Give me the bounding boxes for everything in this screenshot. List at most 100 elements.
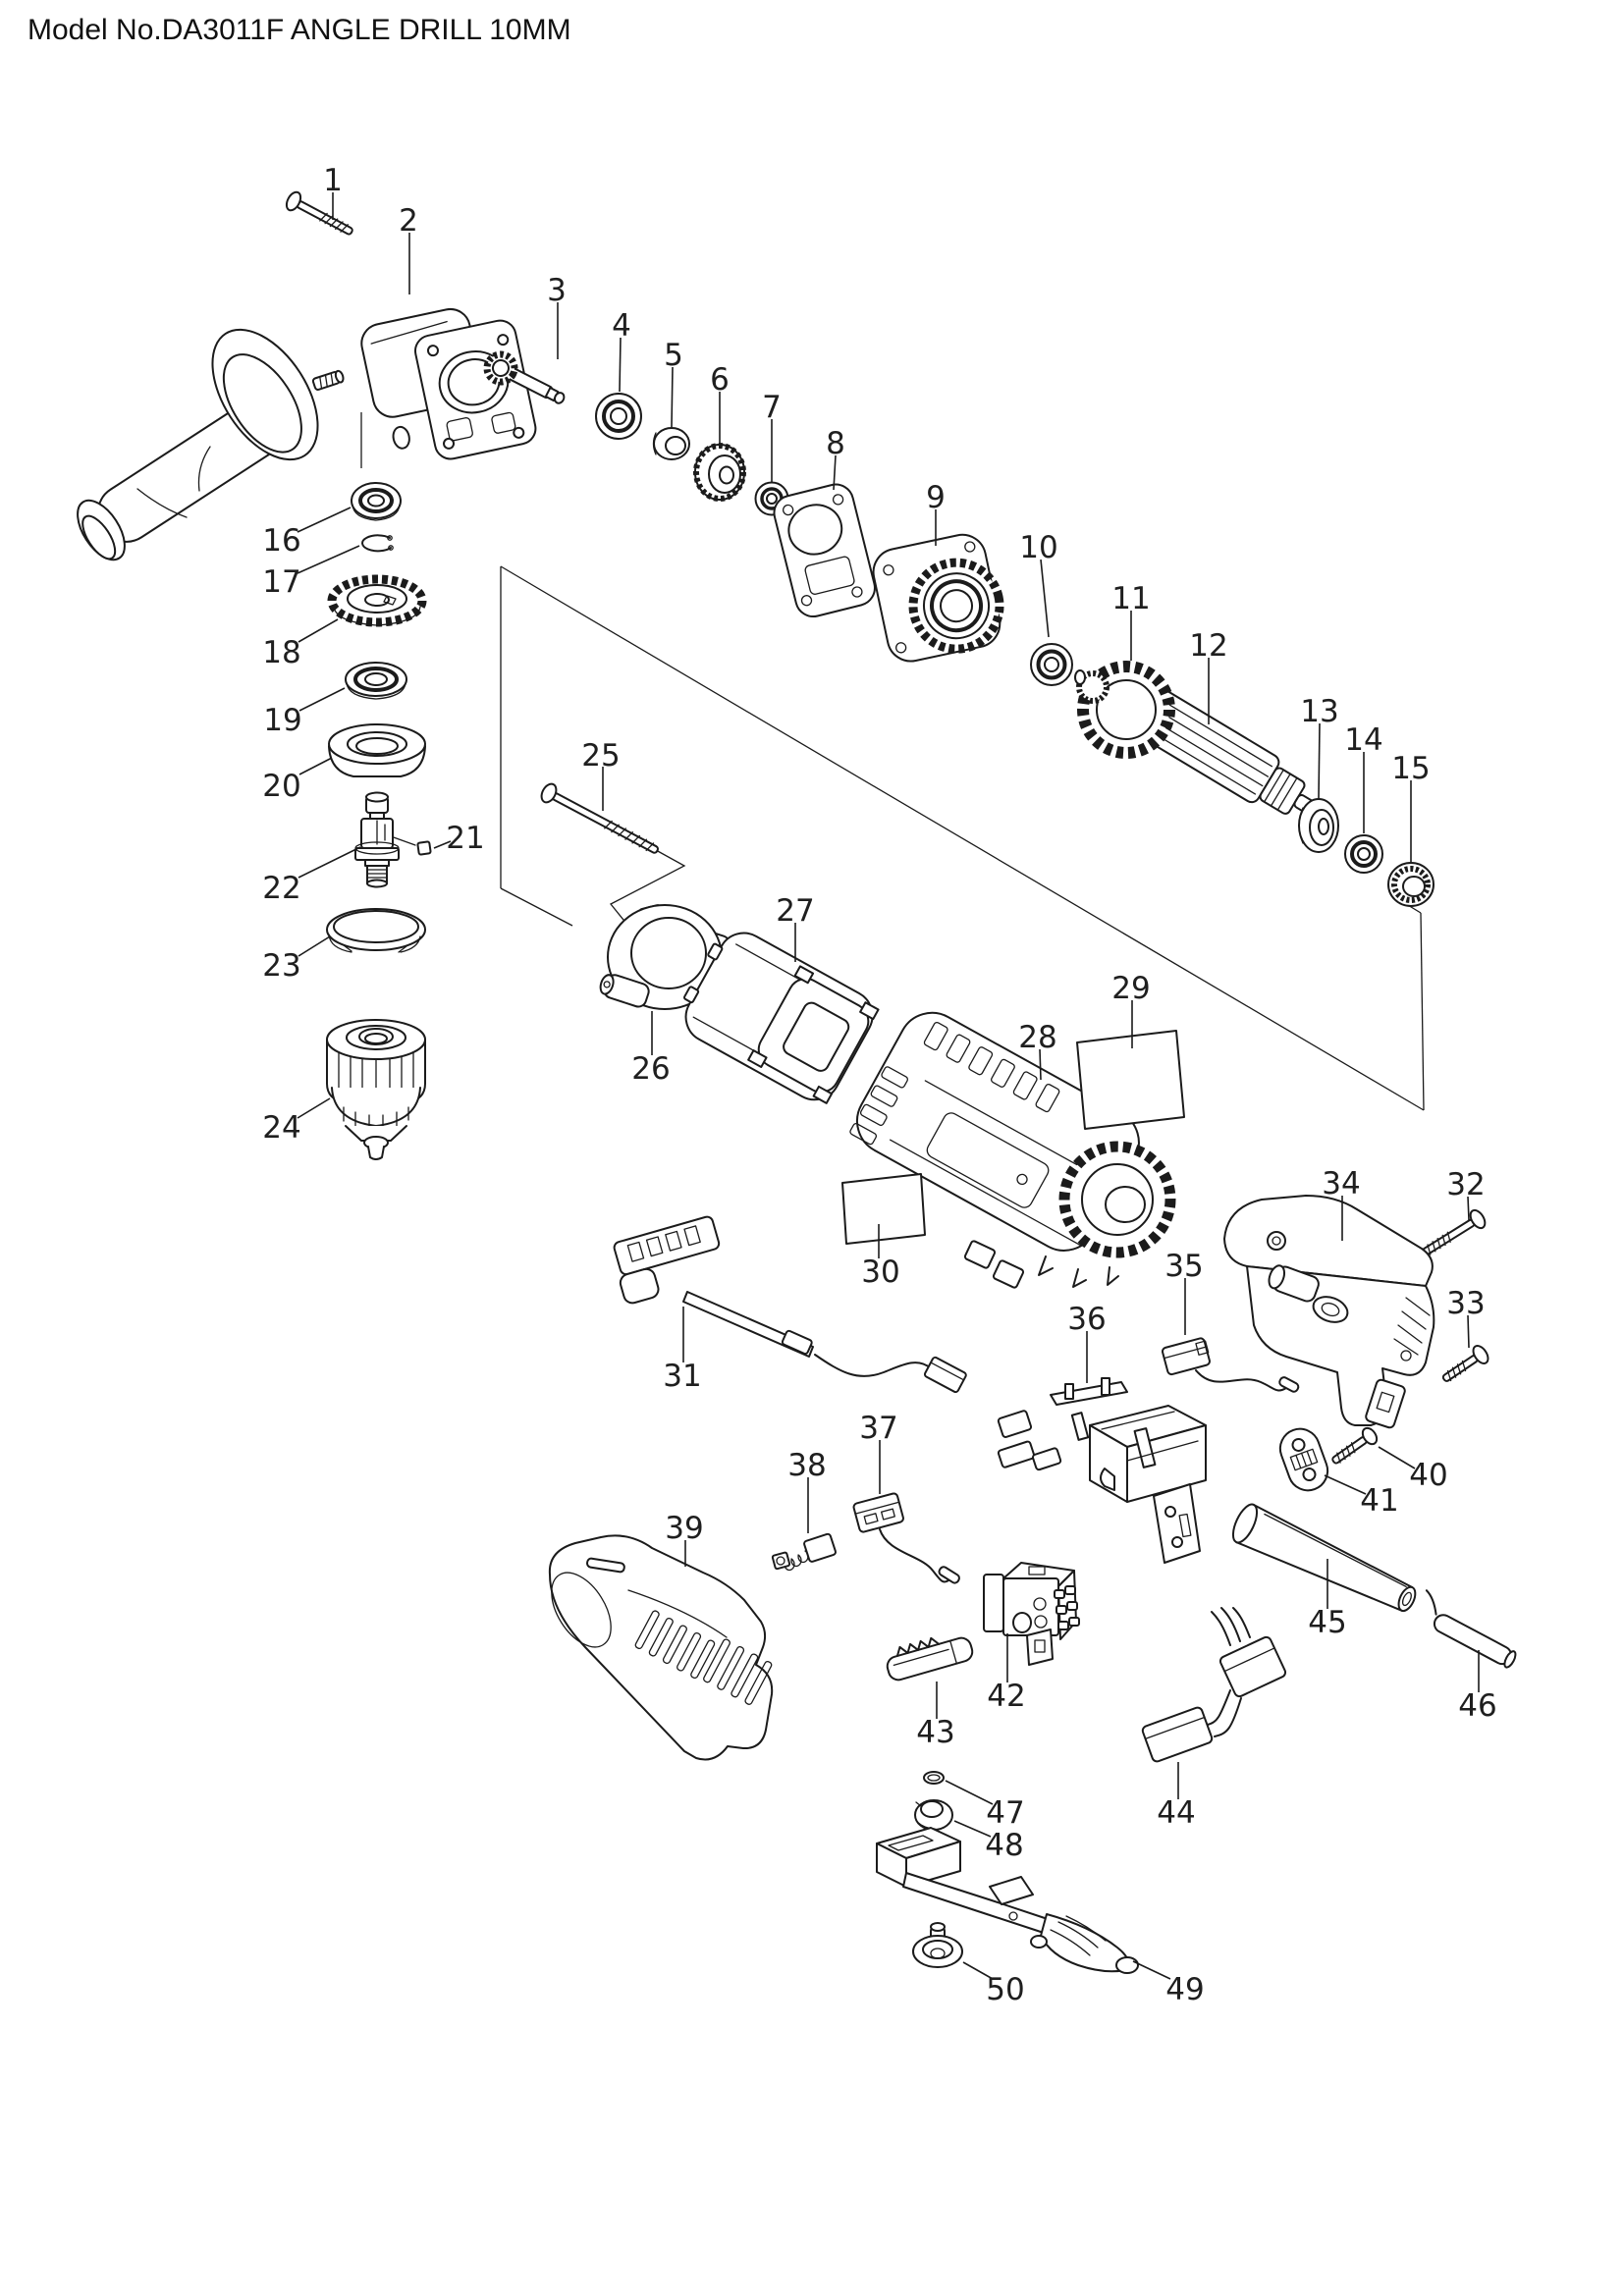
part-label-20: 20 xyxy=(262,769,300,804)
part-label-2: 2 xyxy=(399,203,418,239)
leader-line-20 xyxy=(298,757,333,775)
part-label-26: 26 xyxy=(631,1051,670,1087)
leader-line-4 xyxy=(619,337,622,393)
part-15-retainer-drawing xyxy=(1387,862,1435,907)
part-label-10: 10 xyxy=(1019,530,1057,565)
part-label-28: 28 xyxy=(1018,1020,1056,1055)
part-49-base-lever-drawing xyxy=(876,1827,1139,1974)
part-4-bearing-drawing xyxy=(595,393,642,440)
part-17-snap-ring-drawing xyxy=(361,534,394,553)
leader-line-5 xyxy=(671,366,674,428)
part-8-gasket-drawing xyxy=(773,483,876,618)
leader-line-40 xyxy=(1378,1446,1416,1469)
part-label-38: 38 xyxy=(787,1448,826,1483)
part-31-slide-lever-drawing xyxy=(613,1215,967,1394)
part-50-lens-drawing xyxy=(912,1922,963,1968)
leader-line-19 xyxy=(298,687,346,712)
part-44-noise-suppressor-drawing xyxy=(1141,1607,1287,1763)
part-label-30: 30 xyxy=(861,1255,899,1290)
reference-line-1 xyxy=(500,565,1425,1111)
leader-line-47 xyxy=(945,1780,994,1805)
part-label-36: 36 xyxy=(1067,1302,1106,1337)
part-label-18: 18 xyxy=(262,635,300,670)
leader-line-17 xyxy=(297,545,360,574)
part-label-14: 14 xyxy=(1344,722,1382,758)
part-label-19: 19 xyxy=(263,703,301,738)
part-43-slide-button-drawing xyxy=(886,1636,974,1682)
leader-line-18 xyxy=(298,618,339,643)
part-22-spindle-drawing xyxy=(354,791,400,888)
part-23-lock-ring-drawing xyxy=(326,908,426,953)
part-33-screw-drawing xyxy=(1441,1345,1489,1382)
part-20-dust-cup-drawing xyxy=(328,723,426,777)
part-label-3: 3 xyxy=(547,273,567,308)
part-label-27: 27 xyxy=(776,893,814,929)
part-label-46: 46 xyxy=(1458,1688,1496,1724)
part-label-33: 33 xyxy=(1446,1286,1485,1321)
leader-line-24 xyxy=(297,1097,331,1119)
part-label-34: 34 xyxy=(1322,1166,1360,1201)
leader-line-10 xyxy=(1040,559,1050,638)
leader-line-49 xyxy=(1132,1960,1171,1980)
part-29-nameplate-drawing xyxy=(1076,1030,1185,1130)
part-label-5: 5 xyxy=(664,338,683,373)
part-18-bevel-gear-drawing xyxy=(327,574,427,627)
leader-line-41 xyxy=(1324,1474,1367,1495)
part-label-48: 48 xyxy=(985,1828,1023,1863)
part-30-label-drawing xyxy=(841,1173,926,1245)
part-label-15: 15 xyxy=(1391,751,1430,786)
part-drawings xyxy=(77,190,1517,1974)
part-label-39: 39 xyxy=(665,1511,703,1546)
part-label-25: 25 xyxy=(581,738,620,774)
leader-line-48 xyxy=(953,1820,992,1838)
leader-line-21 xyxy=(433,840,452,849)
part-label-9: 9 xyxy=(926,480,946,515)
part-label-45: 45 xyxy=(1308,1605,1346,1640)
part-14-bearing-drawing xyxy=(1344,834,1383,874)
reference-lines xyxy=(360,412,1425,1111)
part-19-bearing-drawing xyxy=(345,662,407,700)
part-46-cord-drawing xyxy=(1425,1589,1517,1669)
part-34-handle-cover-drawing xyxy=(1223,1195,1435,1429)
leader-line-50 xyxy=(962,1961,994,1980)
part-label-47: 47 xyxy=(986,1795,1024,1831)
part-45-cord-guard-drawing xyxy=(1231,1503,1417,1613)
part-label-50: 50 xyxy=(986,1972,1024,2007)
part-label-13: 13 xyxy=(1300,694,1338,729)
part-label-40: 40 xyxy=(1409,1458,1447,1493)
part-label-41: 41 xyxy=(1360,1483,1398,1519)
leader-line-33 xyxy=(1467,1314,1470,1349)
part-42-switch-drawing xyxy=(983,1562,1080,1666)
part-37-connector-drawing xyxy=(852,1492,960,1584)
part-label-44: 44 xyxy=(1157,1795,1195,1831)
page-title: Model No.DA3011F ANGLE DRILL 10MM xyxy=(27,14,571,46)
reference-line-5 xyxy=(500,887,573,927)
part-1-screw-drawing xyxy=(285,190,353,236)
part-38-carbon-brush-drawing xyxy=(771,1532,837,1572)
part-40-screw-drawing xyxy=(1331,1426,1379,1465)
leader-line-16 xyxy=(297,507,352,533)
part-48-bushing-drawing xyxy=(914,1799,953,1831)
part-label-31: 31 xyxy=(663,1359,701,1394)
part-label-37: 37 xyxy=(859,1411,897,1446)
part-24-chuck-drawing xyxy=(326,1019,426,1160)
leader-line-8 xyxy=(833,454,837,491)
part-number-labels: 1234567891011121314151617181920212223242… xyxy=(262,163,1496,2007)
handle-stud xyxy=(311,369,345,391)
part-label-16: 16 xyxy=(262,523,300,559)
part-label-6: 6 xyxy=(710,362,730,398)
part-21-key-drawing xyxy=(390,835,432,856)
part-2-gear-housing-drawing xyxy=(360,307,537,460)
part-label-21: 21 xyxy=(446,821,484,856)
part-label-23: 23 xyxy=(262,948,300,984)
leader-line-32 xyxy=(1467,1196,1470,1221)
part-47-o-ring-drawing xyxy=(923,1771,945,1785)
part-label-8: 8 xyxy=(826,426,845,461)
part-label-35: 35 xyxy=(1164,1249,1203,1284)
part-13-washer-drawing xyxy=(1298,798,1339,853)
part-28-motor-housing-drawing xyxy=(849,1011,1176,1289)
leader-line-13 xyxy=(1318,722,1321,799)
part-39-housing-drawing xyxy=(548,1534,774,1761)
